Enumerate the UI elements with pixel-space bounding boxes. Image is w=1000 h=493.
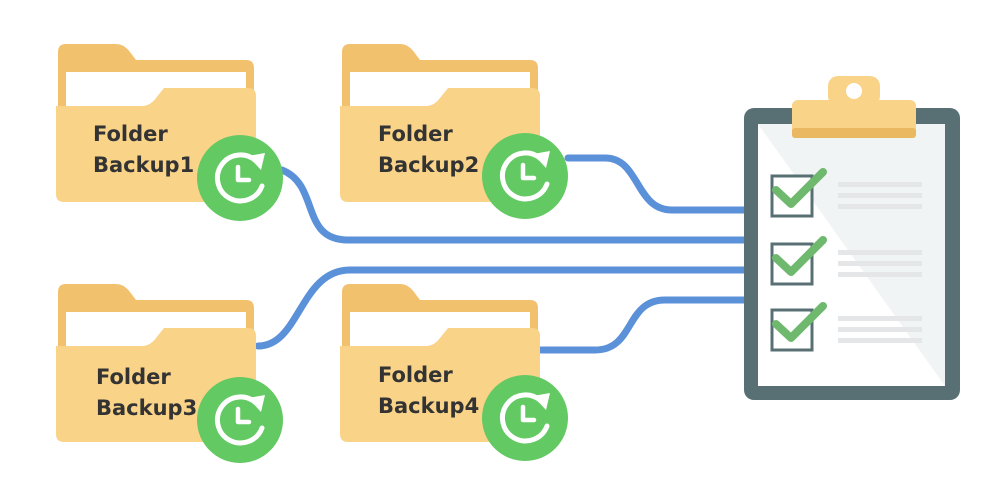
backup-clock-icon <box>482 133 568 219</box>
connector-line-1 <box>278 166 756 244</box>
folder-label-line2: Backup1 <box>93 153 194 177</box>
checkmark-icon <box>772 168 827 208</box>
backup-clock-icon <box>482 375 568 461</box>
connector-line-4 <box>536 296 756 354</box>
folder-backup1: Folder Backup1 <box>56 44 256 202</box>
connector-lines <box>254 154 756 354</box>
connector-line-3 <box>254 266 756 350</box>
clipboard-checklist-icon <box>744 76 960 400</box>
folder-label-line2: Backup3 <box>96 396 197 420</box>
folder-label-line1: Folder <box>378 363 453 387</box>
backup-clock-icon <box>197 377 283 463</box>
backup-clock-icon <box>197 135 283 221</box>
folder-label-line2: Backup2 <box>378 153 479 177</box>
checklist-row-1 <box>770 168 922 218</box>
folder-backup4: Folder Backup4 <box>340 284 540 442</box>
folder-label-line1: Folder <box>93 122 168 146</box>
checklist-row-3 <box>770 302 922 352</box>
folder-label-line2: Backup4 <box>378 394 479 418</box>
checklist-row-2 <box>770 236 922 286</box>
folder-label-line1: Folder <box>96 365 171 389</box>
folder-label-line1: Folder <box>378 122 453 146</box>
connector-line-2 <box>564 154 756 214</box>
checkmark-icon <box>772 236 827 276</box>
checkmark-icon <box>772 302 827 342</box>
folder-backup3: Folder Backup3 <box>56 284 256 442</box>
folder-backup2: Folder Backup2 <box>340 44 540 202</box>
